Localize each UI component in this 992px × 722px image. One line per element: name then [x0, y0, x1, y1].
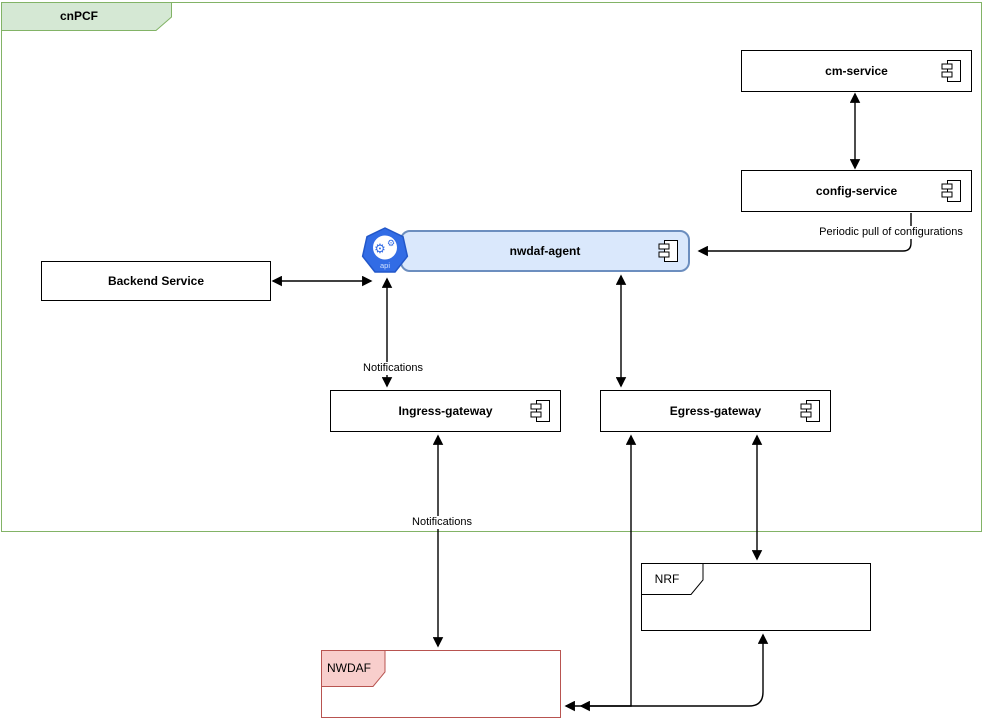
config-service-label: config-service: [815, 184, 898, 198]
cnpcf-frame[interactable]: [1, 2, 982, 532]
egress-gateway-label: Egress-gateway: [669, 404, 762, 418]
nwdaf-tab-shape: [321, 650, 386, 687]
node-cm-service[interactable]: cm-service: [741, 50, 972, 92]
edge-label-notifications-upper: Notifications: [360, 362, 426, 375]
gear-icon: ⚙: [374, 241, 386, 256]
nrf-tab-shape: [641, 563, 704, 595]
node-backend-service[interactable]: Backend Service: [41, 261, 271, 301]
cnpcf-frame-label: cnPCF: [59, 8, 98, 23]
node-egress-gateway[interactable]: Egress-gateway: [600, 390, 831, 432]
component-icon: [800, 400, 820, 422]
edge-nrf-nwdaf[interactable]: [579, 633, 769, 712]
nrf-tab: [641, 563, 704, 595]
component-icon: [530, 400, 550, 422]
component-icon: [658, 240, 678, 262]
edge-config-nwdafagent[interactable]: [697, 213, 912, 257]
node-nwdaf-agent[interactable]: nwdaf-agent: [400, 230, 690, 272]
api-badge-text: api: [380, 261, 390, 270]
node-config-service[interactable]: config-service: [741, 170, 972, 212]
nwdaf-agent-label: nwdaf-agent: [509, 244, 581, 258]
backend-service-label: Backend Service: [107, 274, 205, 288]
nrf-label: NRF: [654, 571, 680, 586]
gear-icon-small: ⚙: [387, 238, 395, 248]
edge-label-periodic-pull: Periodic pull of configurations: [815, 226, 967, 239]
node-ingress-gateway[interactable]: Ingress-gateway: [330, 390, 561, 432]
cnpcf-frame-tab: [1, 2, 172, 31]
nwdaf-tab: [321, 650, 386, 687]
cnpcf-tab-shape: [1, 2, 172, 31]
edge-label-notifications-lower: Notifications: [409, 516, 475, 529]
component-icon: [941, 60, 961, 82]
component-icon: [941, 180, 961, 202]
ingress-gateway-label: Ingress-gateway: [398, 404, 493, 418]
cm-service-label: cm-service: [825, 64, 888, 78]
kubernetes-api-icon: ⚙ ⚙ api: [361, 227, 409, 273]
nwdaf-label: NWDAF: [327, 661, 371, 675]
